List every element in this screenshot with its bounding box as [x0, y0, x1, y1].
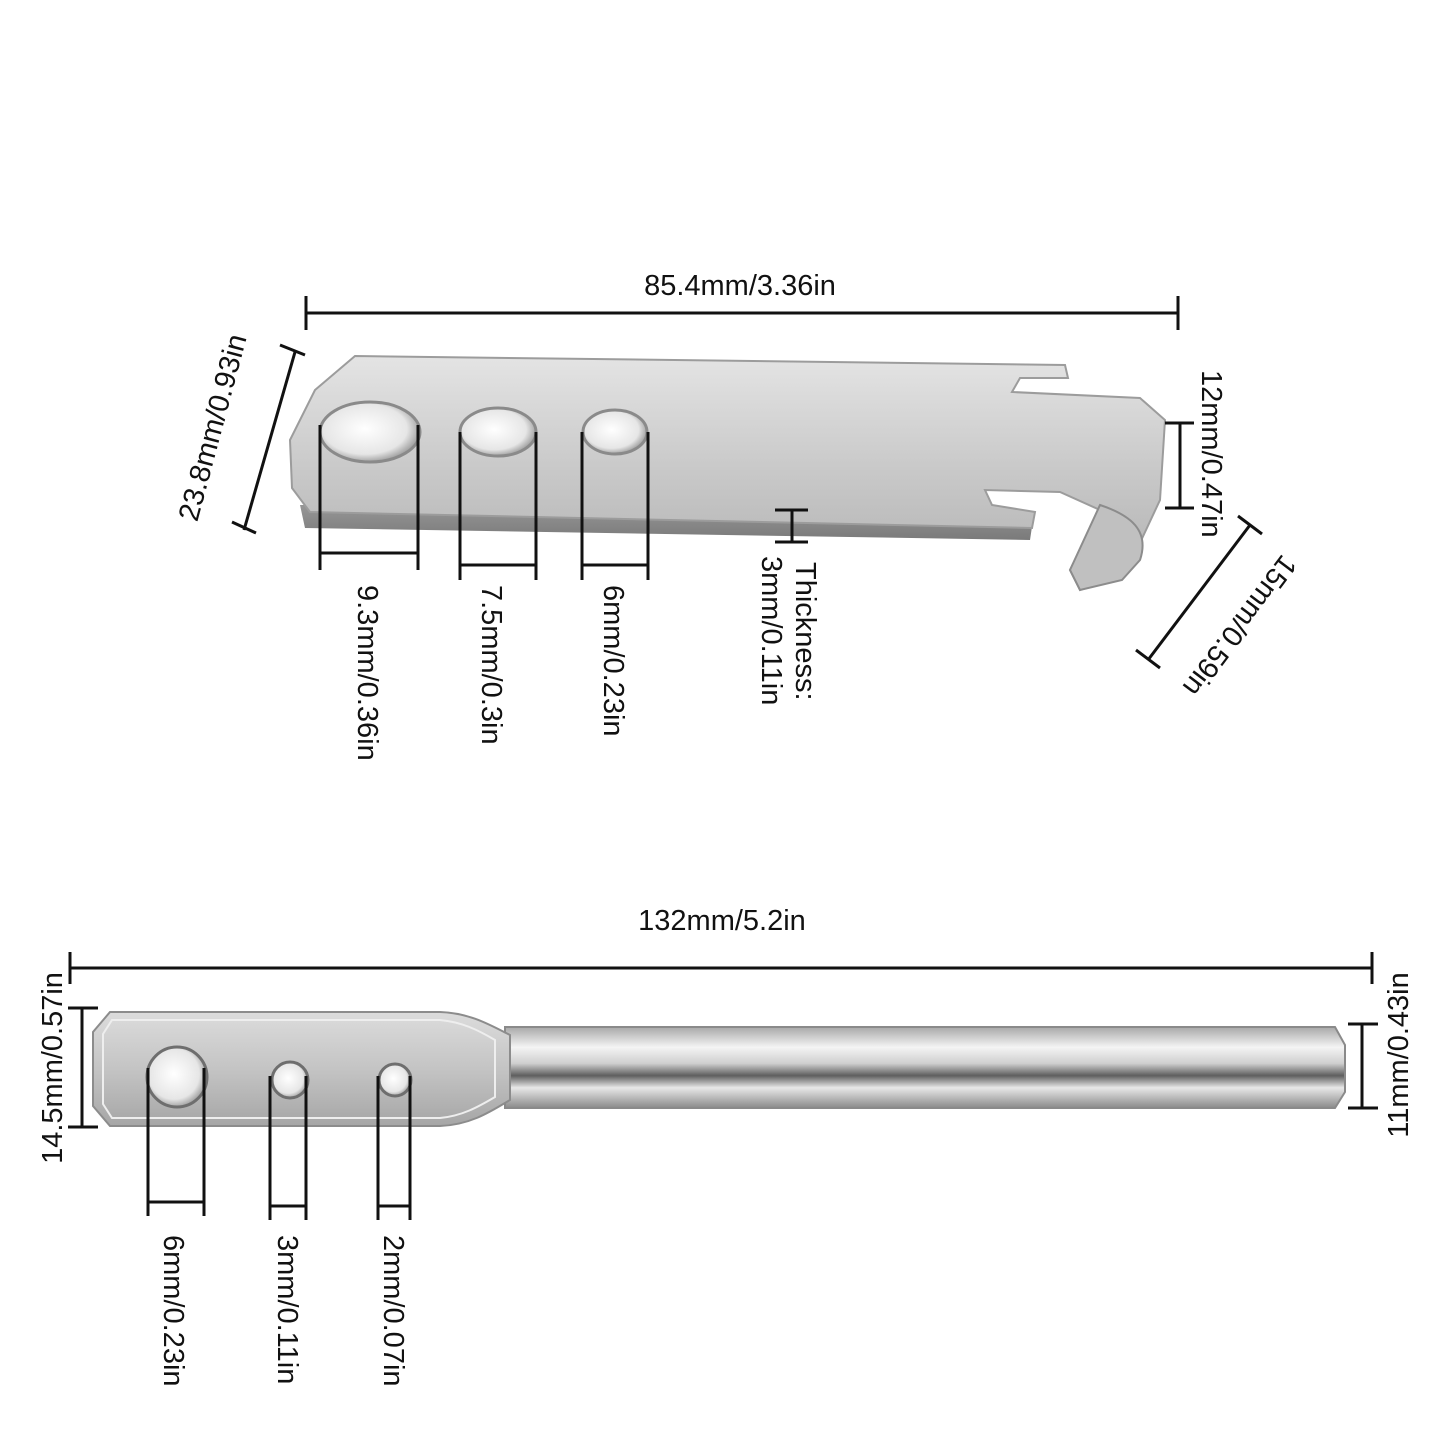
tool-head-bevel: [102, 1019, 496, 1119]
plate-thickness-dimension: Thickness: 3mm/0.11in: [755, 508, 821, 705]
shaft-tool: [92, 1011, 1346, 1127]
tool-hole-small-dimension: 2mm/0.07in: [376, 1076, 412, 1387]
tool-hole-large-dimension: 6mm/0.23in: [146, 1068, 206, 1387]
tool-hole-medium-label: 3mm/0.11in: [271, 1235, 303, 1384]
plate-hole-medium-label: 7.5mm/0.3in: [475, 585, 507, 745]
plate-hole-small: [581, 408, 649, 456]
tool-shaft-dimension: 11mm/0.43in: [1348, 972, 1415, 1138]
hook-curl: [1068, 503, 1144, 592]
head-hole-large: [145, 1045, 209, 1109]
plate-thickness-value: 3mm/0.11in: [755, 556, 787, 705]
plate-hook-dimension: 15mm/0.59in: [1135, 514, 1302, 702]
plate-hook-label: 15mm/0.59in: [1176, 549, 1302, 702]
tool-head-width-label: 14.5mm/0.57in: [37, 972, 69, 1164]
plate-length-dimension: 85.4mm/3.36in: [304, 270, 1180, 330]
tool-length-label: 132mm/5.2in: [638, 905, 806, 937]
tool-head-width-dimension: 14.5mm/0.57in: [37, 972, 98, 1164]
plate-body: [288, 354, 1167, 592]
tool-shaft: [504, 1026, 1346, 1109]
plate-hole-large-label: 9.3mm/0.36in: [351, 585, 383, 761]
tool-hole-medium-dimension: 3mm/0.11in: [268, 1076, 308, 1384]
tool-length-dimension: 132mm/5.2in: [68, 905, 1374, 984]
plate-slot-dimension: 12mm/0.47in: [1165, 370, 1227, 538]
plate-hole-small-dimension: 6mm/0.23in: [580, 432, 650, 737]
tool-hole-large-label: 6mm/0.23in: [157, 1235, 189, 1387]
plate-slot-label: 12mm/0.47in: [1195, 370, 1227, 538]
plate-hole-small-label: 6mm/0.23in: [597, 585, 629, 737]
plate-thickness-title: Thickness:: [789, 562, 821, 701]
tool-shaft-label: 11mm/0.43in: [1383, 972, 1415, 1138]
tool-hole-small-label: 2mm/0.07in: [377, 1235, 409, 1387]
head-hole-medium: [270, 1060, 310, 1100]
head-hole-small: [377, 1062, 413, 1098]
plate-length-label: 85.4mm/3.36in: [644, 270, 836, 302]
plate-tool: [288, 354, 1167, 592]
plate-width-label: 23.8mm/0.93in: [173, 331, 254, 525]
plate-hole-medium: [458, 406, 538, 458]
plate-width-dimension: 23.8mm/0.93in: [173, 331, 306, 535]
plate-hole-large: [318, 400, 422, 464]
plate-hole-large-dimension: 9.3mm/0.36in: [318, 425, 420, 761]
plate-hole-medium-dimension: 7.5mm/0.3in: [458, 432, 538, 745]
